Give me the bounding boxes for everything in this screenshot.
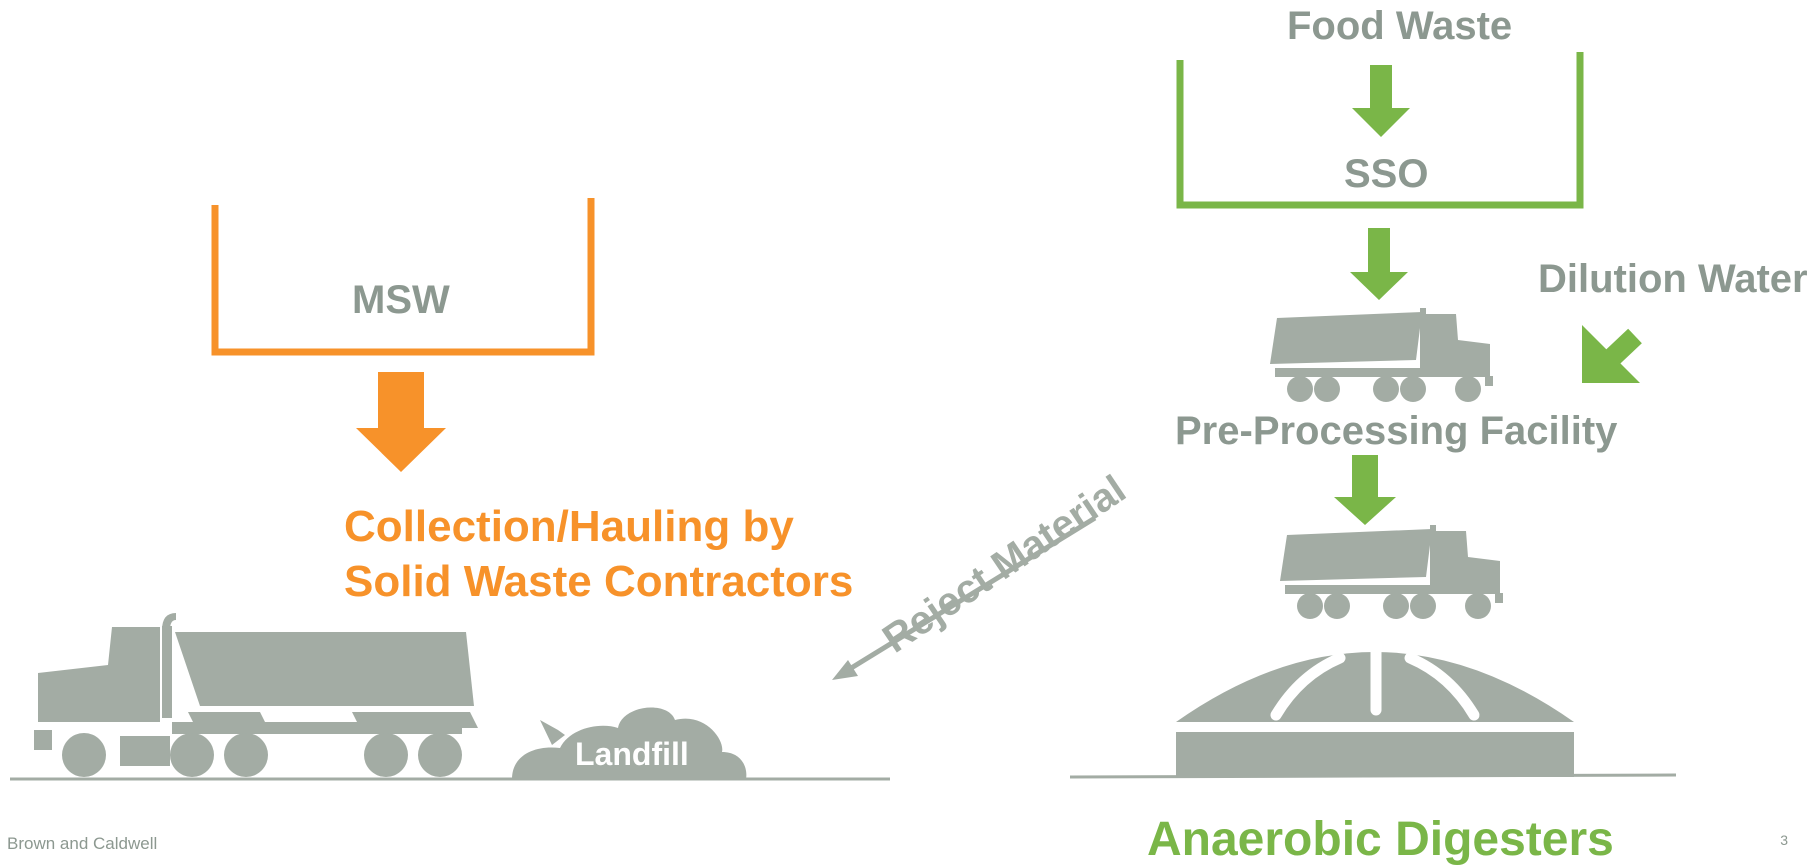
food-waste-down-arrow (1352, 65, 1410, 137)
page-number: 3 (1780, 832, 1788, 848)
msw-bin-outline (211, 198, 595, 356)
collection-hauling-label-line1: Collection/Hauling by (344, 502, 794, 551)
msw-down-arrow (356, 372, 446, 472)
sso-down-arrow (1350, 228, 1408, 300)
food-waste-label: Food Waste (1287, 4, 1513, 48)
collection-hauling-label-line2: Solid Waste Contractors (344, 557, 854, 606)
truck-icon-upper (1270, 308, 1493, 402)
footer-company-name: Brown and Caldwell (7, 834, 158, 853)
truck-icon-lower (1280, 525, 1503, 619)
dilution-water-label: Dilution Water (1538, 257, 1808, 301)
landfill-label: Landfill (575, 736, 689, 772)
msw-label: MSW (352, 278, 450, 322)
dilution-water-arrow (1582, 325, 1642, 383)
sso-label: SSO (1344, 152, 1429, 196)
reject-material-arrow (832, 515, 1097, 680)
dump-truck-icon (34, 613, 478, 777)
anaerobic-digester-icon (1176, 646, 1574, 777)
pre-processing-down-arrow (1334, 455, 1396, 525)
sso-bin-outline (1176, 52, 1584, 209)
landfill-pile-icon (512, 707, 747, 779)
anaerobic-digesters-label: Anaerobic Digesters (1147, 813, 1614, 866)
pre-processing-label: Pre-Processing Facility (1175, 409, 1618, 453)
